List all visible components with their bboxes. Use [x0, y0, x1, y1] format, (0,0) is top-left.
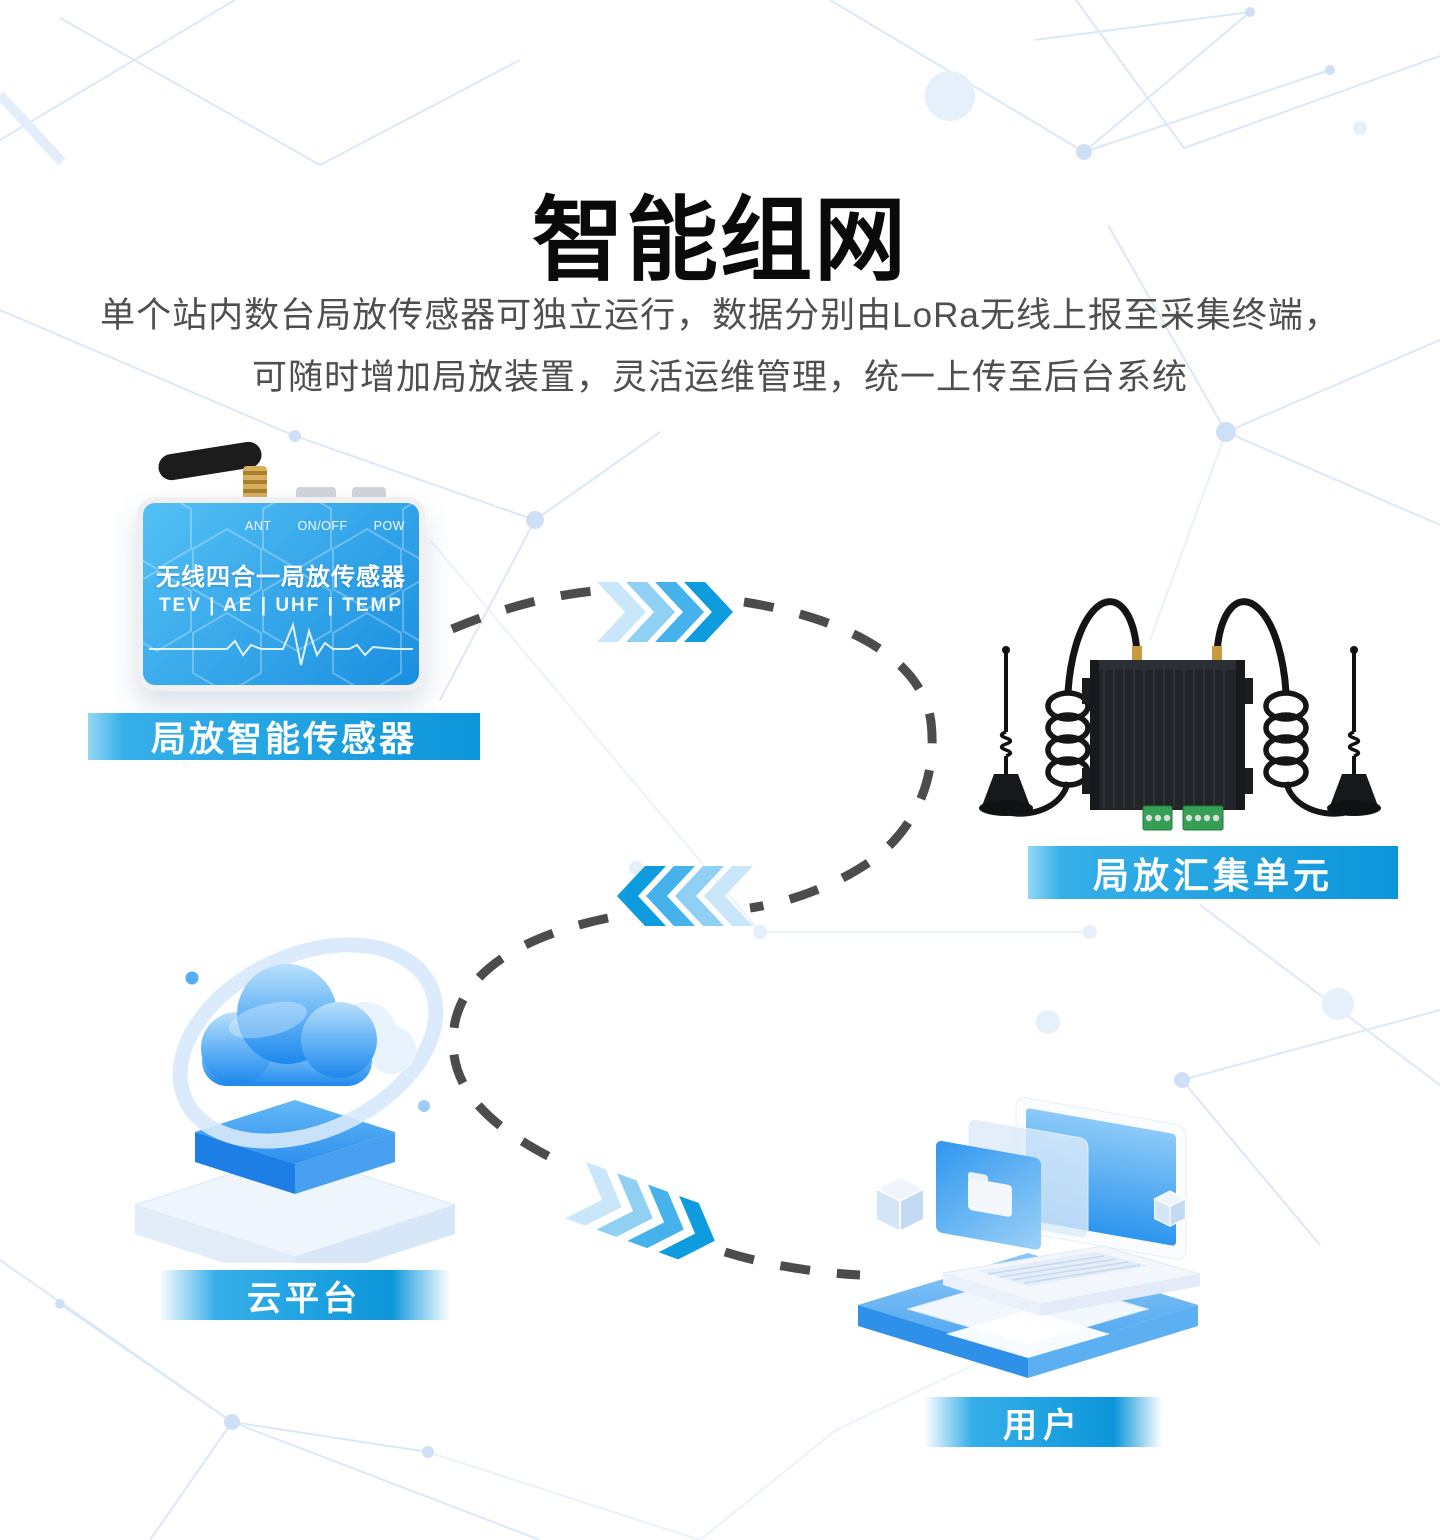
sensor-label: 局放智能传感器: [88, 713, 480, 760]
page-title: 智能组网: [531, 189, 908, 292]
user-label: 用户: [924, 1397, 1162, 1447]
sensor-port-ant: ANT: [245, 519, 272, 533]
user-workstation: [858, 1097, 1201, 1378]
sensor-port-onoff: ON/OFF: [297, 519, 348, 533]
sensor-panel-subtitle: TEV | AE | UHF | TEMP: [158, 595, 404, 616]
folder-screen-icon: [936, 1140, 1041, 1250]
orbit-ring-icon: [172, 937, 444, 1149]
glass-pedestal: [133, 1152, 457, 1263]
waveform-icon: [149, 621, 413, 666]
terminal-blocks: [1142, 805, 1224, 831]
collector-antenna-right: [1327, 646, 1381, 816]
cloud-label-text: 云平台: [247, 1279, 361, 1318]
page-description-line2: 可随时增加局放装置，灵活运维管理，统一上传至后台系统: [251, 358, 1188, 397]
laptop-base: [942, 1245, 1201, 1316]
sensor-port-pow: POW: [373, 519, 405, 533]
sensor-body: ANT ON/OFF POW 无线四合一局放传感器 TEV | AE | UHF…: [137, 497, 425, 691]
cloud-label: 云平台: [158, 1270, 450, 1320]
glass-cube-icon: [1154, 1190, 1186, 1227]
cloud-icon: [201, 964, 377, 1086]
arrow-left-icon: [617, 866, 753, 926]
collector-label-text: 局放汇集单元: [1092, 854, 1333, 896]
sensor-label-text: 局放智能传感器: [150, 720, 417, 759]
cloud-platform: [133, 937, 457, 1263]
collector-box: [1082, 660, 1253, 831]
glass-cube-icon: [875, 1176, 925, 1233]
arrow-down-right-icon: [565, 1162, 726, 1270]
collector-antenna-left: [979, 646, 1033, 816]
page-description-line1: 单个站内数台局放传感器可独立运行，数据分别由LoRa无线上报至采集终端，: [100, 296, 1340, 335]
collector-label: 局放汇集单元: [1028, 846, 1398, 899]
user-label-text: 用户: [1003, 1406, 1083, 1445]
arrow-right-icon: [597, 582, 733, 642]
sensor-panel-title: 无线四合一局放传感器: [156, 564, 406, 591]
flow-dashed-path: [448, 586, 937, 1280]
collector-device: [979, 598, 1381, 831]
